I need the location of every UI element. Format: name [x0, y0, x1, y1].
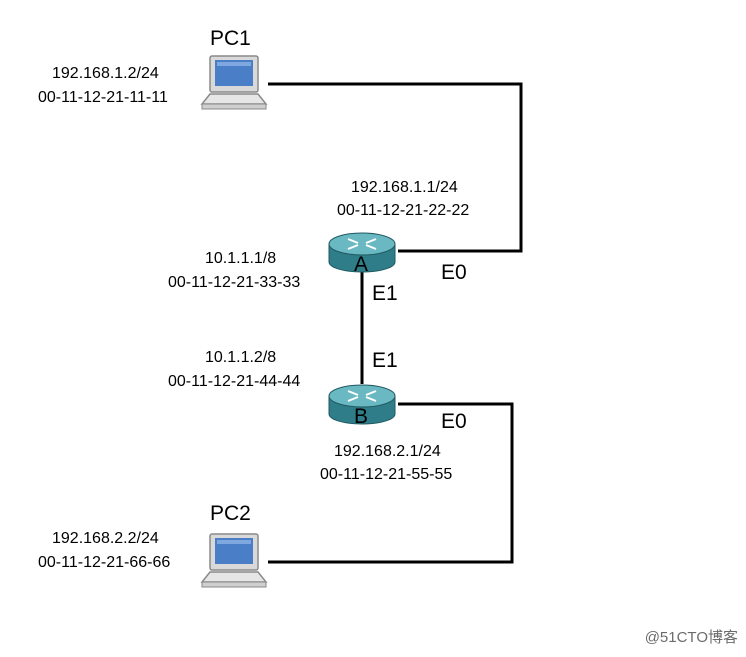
pc2-computer-icon [200, 533, 268, 588]
router-a-icon [328, 232, 396, 273]
router-a-name: A [354, 253, 369, 276]
router-a-e0-ip: 192.168.1.1/24 [351, 179, 458, 196]
pc2-mac: 00-11-12-21-66-66 [38, 554, 171, 571]
router-a-e1-label: E1 [372, 282, 398, 305]
router-b-e0-mac: 00-11-12-21-55-55 [320, 466, 453, 483]
link-router-b-pc2 [268, 402, 514, 564]
router-b-icon [328, 384, 396, 425]
pc2-ip: 192.168.2.2/24 [52, 530, 159, 547]
router-b-name: B [354, 405, 369, 428]
pc1-name: PC1 [210, 27, 251, 50]
router-b-e1-label: E1 [372, 349, 398, 372]
router-b-e1-mac: 00-11-12-21-44-44 [168, 373, 301, 390]
router-a-e1-ip: 10.1.1.1/8 [205, 250, 277, 267]
pc1-ip: 192.168.1.2/24 [52, 65, 159, 82]
router-a-e1-mac: 00-11-12-21-33-33 [168, 274, 301, 291]
pc1-computer-icon [200, 55, 268, 110]
link-pc1-router-a [268, 82, 523, 253]
watermark: @51CTO博客 [644, 629, 738, 646]
pc1-mac: 00-11-12-21-11-11 [38, 89, 168, 106]
router-a-e0-mac: 00-11-12-21-22-22 [337, 202, 470, 219]
router-b-e0-label: E0 [441, 410, 467, 433]
router-b-e1-ip: 10.1.1.2/8 [205, 349, 277, 366]
router-b-e0-ip: 192.168.2.1/24 [334, 443, 441, 460]
pc2-name: PC2 [210, 502, 251, 525]
router-a-e0-label: E0 [441, 261, 467, 284]
